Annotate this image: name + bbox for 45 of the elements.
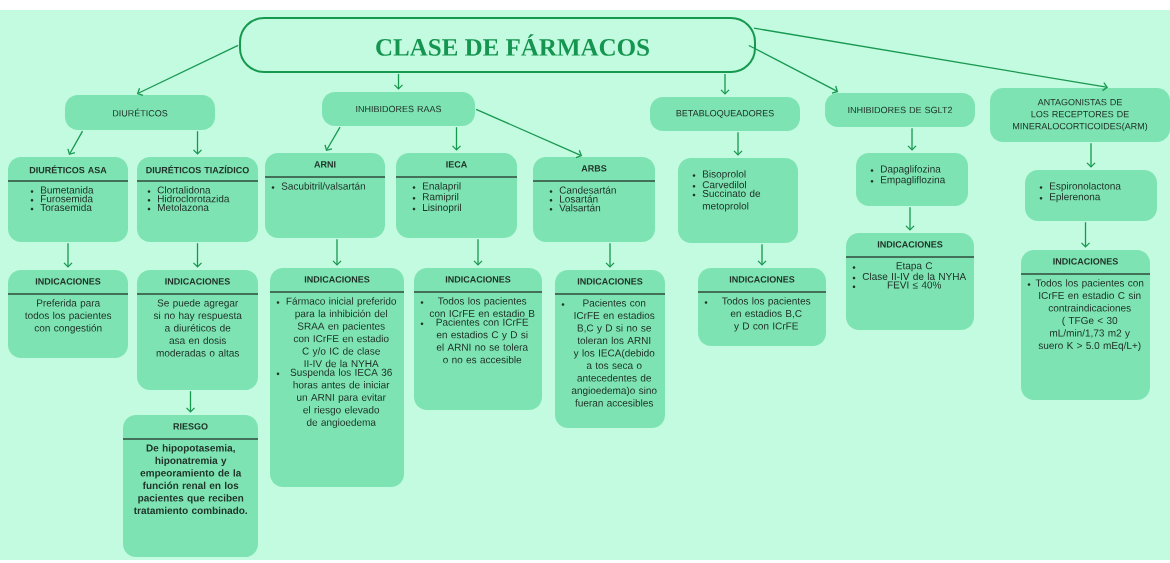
info-box: DIURÉTICOS ASA Bumetanida Furosemida Torasemida [7, 157, 129, 242]
info-box: RIESGO De hipopotasemia, hiponatremia y empeoramiento de la función renal en los pacientes que reciben tratamiento combinado. [122, 415, 259, 557]
arrow [185, 390, 196, 413]
category-box: BETABLOQUEADORES [650, 97, 800, 131]
arrow [324, 126, 341, 152]
category-box: ANTAGONISTAS DE LOS RECEPTORES DE MINERALOCORTICOIDES(ARM) [990, 88, 1170, 142]
info-box: INDICACIONES Se puede agregar si no hay respuesta a diuréticos de asa en dosis moderadas o altas [136, 270, 259, 390]
info-box: INDICACIONES Etapa C Clase II-IV de la NYHA FEVI ≤ 40% [845, 233, 975, 330]
arrow [451, 126, 462, 151]
arrow [473, 238, 483, 266]
arrow [905, 206, 915, 231]
arrow [393, 73, 404, 90]
arrow [63, 242, 73, 268]
info-box: INDICACIONES Todos los pacientes en estadios B,C y D con ICrFE [697, 268, 827, 346]
info-box: IECA Enalapril Ramipril Lisinopril [395, 153, 518, 238]
info-box: INDICACIONES Todos los pacientes con ICrFE en estadio C sin contraindicaciones ( TFGe < 30 mL/min/1,73 m2 y suero K > 5.0 mEq/L+) [1020, 250, 1151, 400]
drug-list-box: Espironolactona Eplerenona [1025, 170, 1157, 221]
info-box: INDICACIONES Pacientes con ICrFE en estadios B,C y D si no se toleran los ARNI y los IECA(debido a tos seca o antecedentes de angioedema)o sino fueran accesibles [554, 270, 666, 428]
arrow [748, 44, 839, 94]
arrow [1080, 221, 1091, 248]
arrow [1086, 142, 1096, 168]
arrow [192, 242, 203, 268]
arrow [720, 73, 730, 95]
arrow [907, 127, 917, 151]
arrow [733, 131, 743, 156]
drug-list-box: Bisoprolol Carvedilol Succinato de metoprolol [678, 158, 798, 243]
info-box: INDICACIONES Todos los pacientes con ICrFE en estadio B Pacientes con ICrFE en estadios C y D si el ARNI no se tolera o no es accesible [413, 268, 543, 410]
category-box: INHIBIDORES DE SGLT2 [825, 93, 975, 127]
category-box: DIURÉTICOS [65, 95, 215, 130]
info-box: ARBS Candesartán Losartán Valsartán [532, 157, 656, 242]
arrow [605, 242, 615, 268]
title-box: CLASE DE FÁRMACOS [239, 17, 756, 73]
arrow [192, 130, 203, 155]
arrow [757, 243, 767, 266]
arrow [136, 44, 239, 97]
info-box: INDICACIONES Fármaco inicial preferido para la inhibición del SRAA en pacientes con ICrFE en estadio C y/o IC de clase II-IV de la NYHA Suspenda los IECA 36 horas antes de iniciar un ARNI para evitar el riesgo elevado de angioedema [269, 268, 405, 487]
info-box: ARNI Sacubitril/valsartán [264, 153, 386, 238]
info-box: DIURÉTICOS TIAZÍDICO Clortalidona Hidroclorotazida Metolazona [136, 157, 259, 242]
arrow [67, 130, 84, 156]
category-box: INHIBIDORES RAAS [322, 92, 475, 126]
arrow [753, 27, 1109, 92]
arrow [475, 108, 583, 159]
info-box: INDICACIONES Preferida para todos los pacientes con congestión [7, 270, 129, 358]
arrow [332, 238, 342, 266]
drug-list-box: Dapaglifozina Empagliflozina [856, 153, 968, 206]
